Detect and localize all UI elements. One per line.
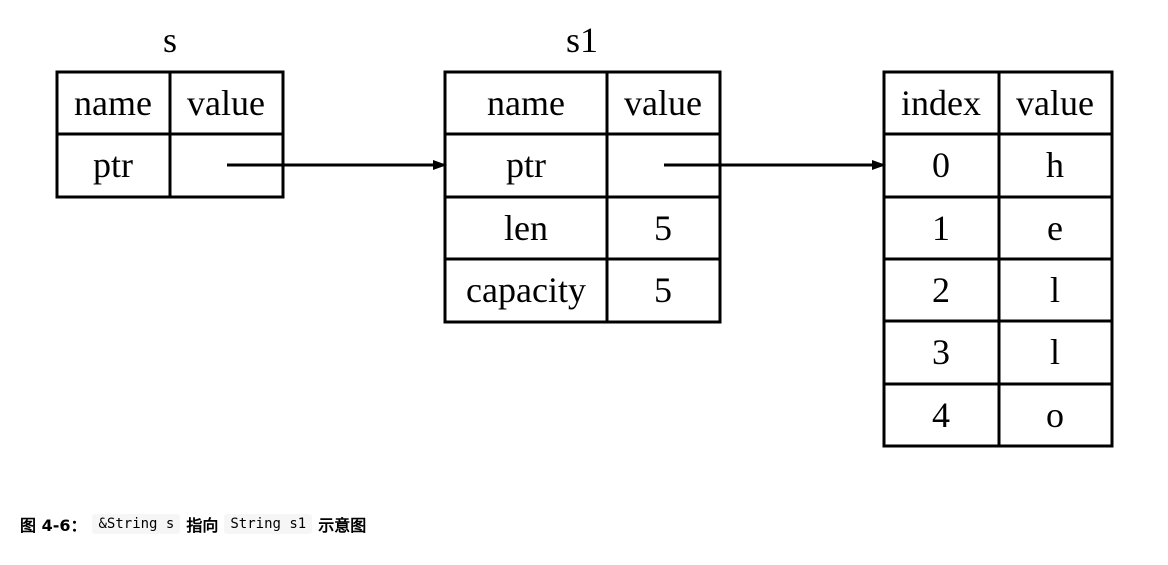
table-s-ptr-name: ptr (93, 145, 133, 185)
heap-index-1: 1 (932, 208, 950, 248)
table-s-header-name: name (74, 83, 152, 123)
table-s: s name value ptr (55, 20, 285, 199)
table-s1-title: s1 (566, 20, 598, 60)
figure-caption: 图 4-6： &String s 指向 String s1 示意图 (20, 510, 366, 538)
heap-value-3: l (1050, 332, 1060, 372)
string-reference-diagram: s name value ptr s1 name value ptr len 5… (55, 20, 1114, 448)
table-s1-ptr-name: ptr (506, 145, 546, 185)
table-s-header-value: value (187, 83, 265, 123)
heap-value-0: h (1046, 145, 1064, 185)
table-s-title: s (163, 20, 177, 60)
table-s1-header-value: value (624, 83, 702, 123)
caption-code-reference: &String s (92, 514, 181, 534)
caption-label: 图 4-6： (20, 516, 87, 535)
heap-index-3: 3 (932, 332, 950, 372)
table-heap-header-index: index (901, 83, 981, 123)
table-s1-len-name: len (504, 208, 548, 248)
table-s1-len-value: 5 (654, 208, 672, 248)
table-s1-capacity-name: capacity (466, 270, 586, 310)
heap-index-2: 2 (932, 270, 950, 310)
table-s1: s1 name value ptr len 5 capacity 5 (443, 20, 722, 324)
heap-index-0: 0 (932, 145, 950, 185)
table-s1-capacity-value: 5 (654, 270, 672, 310)
heap-value-4: o (1046, 395, 1064, 435)
caption-middle: 指向 (186, 516, 219, 535)
table-heap-header-value: value (1016, 83, 1094, 123)
heap-index-4: 4 (932, 395, 950, 435)
table-heap: index value 0 h 1 e 2 l 3 l 4 o (882, 70, 1114, 448)
heap-value-1: e (1047, 208, 1063, 248)
caption-code-string: String s1 (224, 514, 313, 534)
caption-suffix: 示意图 (318, 516, 367, 535)
table-s1-header-name: name (487, 83, 565, 123)
heap-value-2: l (1050, 270, 1060, 310)
